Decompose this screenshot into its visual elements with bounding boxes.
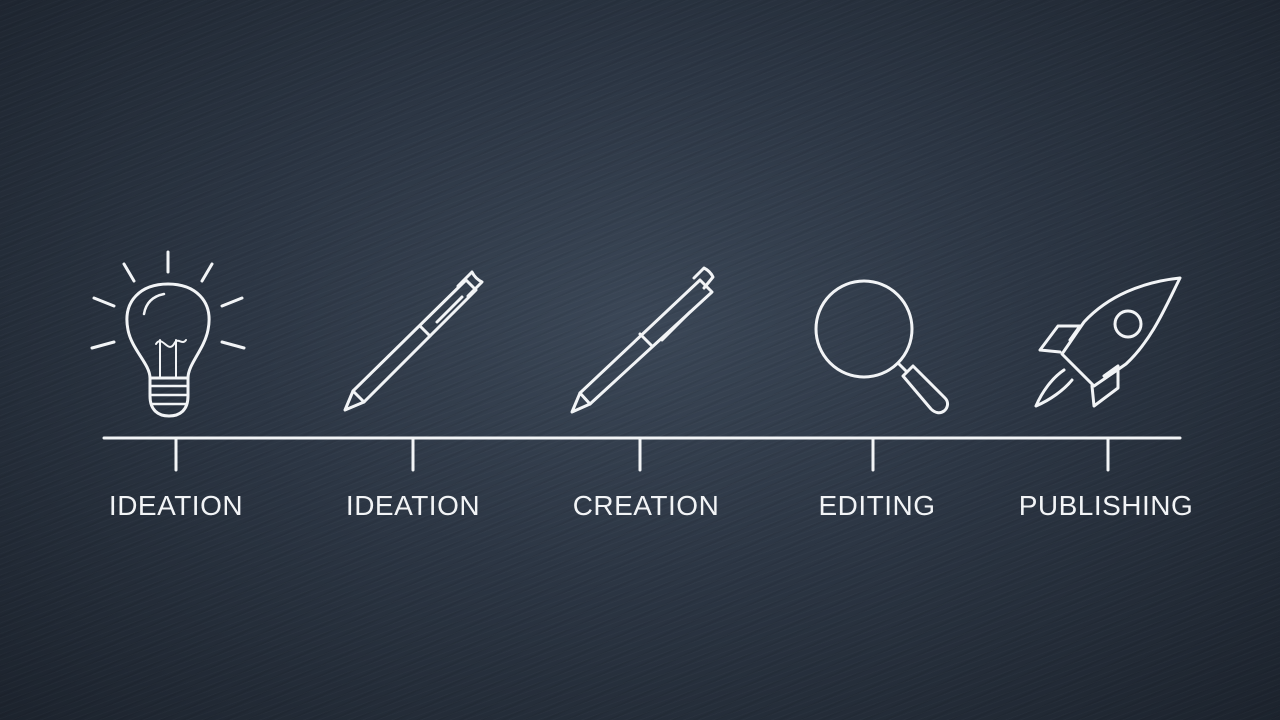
stage-label-ideation-2: IDEATION [345,490,481,521]
stage-label-ideation: IDEATION [108,490,244,521]
rocket-icon [1034,276,1182,408]
lightbulb-icon [90,250,246,418]
stage-label-publishing: PUBLISHING [1018,490,1194,521]
magnifying-glass-icon [814,279,949,415]
stage-label-creation: CREATION [572,490,720,521]
pen-icon [343,270,484,412]
pen-icon [570,266,715,414]
stage-label-editing: EDITING [818,490,936,521]
